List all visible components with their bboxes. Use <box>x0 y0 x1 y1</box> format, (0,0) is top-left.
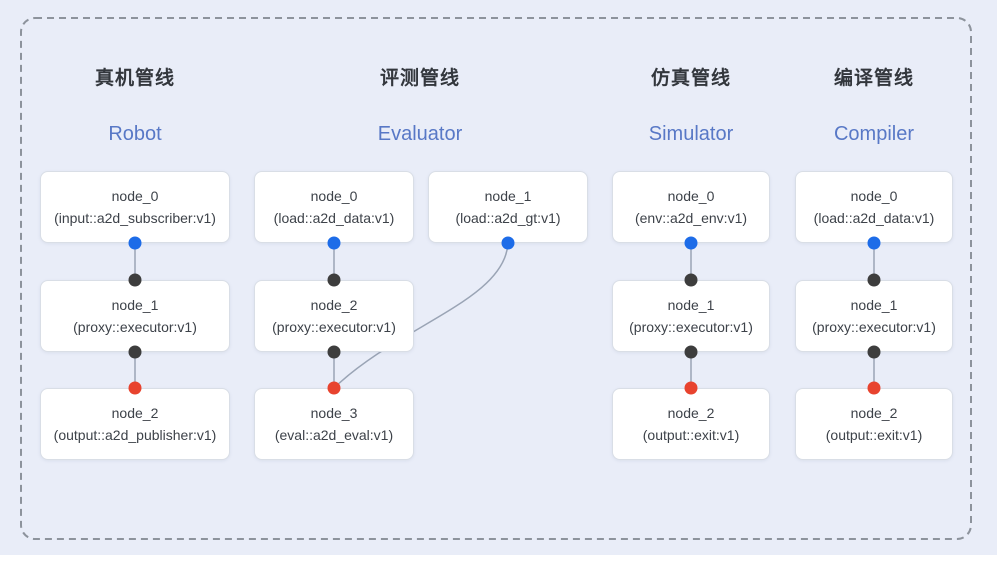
node-robot-0: node_0 (input::a2d_subscriber:v1) <box>40 171 230 243</box>
node-evaluator-0: node_0 (load::a2d_data:v1) <box>254 171 414 243</box>
node-type: (proxy::executor:v1) <box>272 319 396 335</box>
node-compiler-0: node_0 (load::a2d_data:v1) <box>795 171 953 243</box>
node-type: (proxy::executor:v1) <box>812 319 936 335</box>
node-evaluator-2: node_2 (proxy::executor:v1) <box>254 280 414 352</box>
node-type: (output::exit:v1) <box>825 427 923 443</box>
output-port-dot <box>867 345 881 359</box>
node-robot-2: node_2 (output::a2d_publisher:v1) <box>40 388 230 460</box>
node-type: (load::a2d_data:v1) <box>273 210 395 226</box>
node-name: node_2 <box>310 297 358 313</box>
node-type: (proxy::executor:v1) <box>629 319 753 335</box>
node-name: node_0 <box>850 188 898 204</box>
pipeline-title-zh-robot: 真机管线 <box>94 68 176 89</box>
node-simulator-2: node_2 (output::exit:v1) <box>612 388 770 460</box>
pipeline-title-zh-compiler: 编译管线 <box>833 68 915 89</box>
node-name: node_0 <box>310 188 358 204</box>
node-name: node_0 <box>667 188 715 204</box>
node-name: node_3 <box>310 405 358 421</box>
edge-evaluator-1-3-curve <box>333 242 509 389</box>
node-type: (proxy::executor:v1) <box>73 319 197 335</box>
input-port-dot <box>867 273 881 287</box>
node-simulator-0: node_0 (env::a2d_env:v1) <box>612 171 770 243</box>
output-port-dot <box>684 345 698 359</box>
input-port-dot <box>684 273 698 287</box>
node-evaluator-1: node_1 (load::a2d_gt:v1) <box>428 171 588 243</box>
output-port-dot <box>684 236 698 250</box>
output-port-dot <box>501 236 515 250</box>
node-name: node_2 <box>850 405 898 421</box>
input-port-dot <box>867 381 881 395</box>
node-evaluator-3: node_3 (eval::a2d_eval:v1) <box>254 388 414 460</box>
node-name: node_1 <box>667 297 715 313</box>
pipeline-title-zh-simulator: 仿真管线 <box>650 68 732 89</box>
input-port-dot <box>128 273 142 287</box>
node-type: (output::exit:v1) <box>642 427 740 443</box>
node-compiler-2: node_2 (output::exit:v1) <box>795 388 953 460</box>
pipeline-title-zh-evaluator: 评测管线 <box>379 68 461 89</box>
pipeline-title-en-compiler: Compiler <box>833 123 915 145</box>
node-name: node_2 <box>111 405 159 421</box>
output-port-dot <box>128 345 142 359</box>
node-name: node_2 <box>667 405 715 421</box>
input-port-dot <box>684 381 698 395</box>
output-port-dot <box>327 236 341 250</box>
pipeline-title-en-simulator: Simulator <box>648 123 734 145</box>
input-port-dot <box>327 273 341 287</box>
pipeline-title-en-robot: Robot <box>108 123 162 145</box>
node-simulator-1: node_1 (proxy::executor:v1) <box>612 280 770 352</box>
node-type: (eval::a2d_eval:v1) <box>274 427 394 443</box>
input-port-dot <box>128 381 142 395</box>
output-port-dot <box>867 236 881 250</box>
node-name: node_1 <box>484 188 532 204</box>
node-compiler-1: node_1 (proxy::executor:v1) <box>795 280 953 352</box>
node-type: (env::a2d_env:v1) <box>634 210 748 226</box>
node-type: (input::a2d_subscriber:v1) <box>54 210 216 226</box>
node-name: node_1 <box>111 297 159 313</box>
input-port-dot <box>327 381 341 395</box>
output-port-dot <box>128 236 142 250</box>
node-type: (load::a2d_gt:v1) <box>455 210 561 226</box>
dashed-border <box>20 17 972 540</box>
node-type: (load::a2d_data:v1) <box>813 210 935 226</box>
node-name: node_0 <box>111 188 159 204</box>
node-type: (output::a2d_publisher:v1) <box>53 427 217 443</box>
pipeline-title-en-evaluator: Evaluator <box>377 123 463 145</box>
output-port-dot <box>327 345 341 359</box>
node-robot-1: node_1 (proxy::executor:v1) <box>40 280 230 352</box>
node-name: node_1 <box>850 297 898 313</box>
